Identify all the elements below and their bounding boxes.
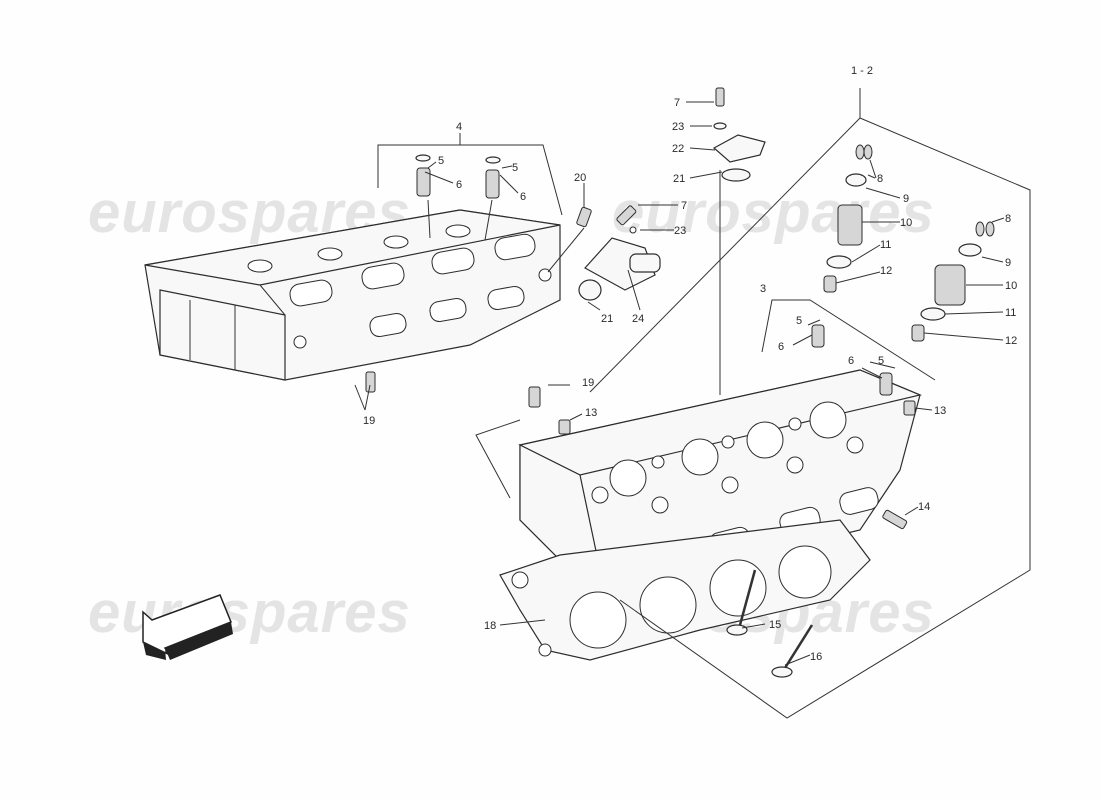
group-bracket <box>761 299 936 381</box>
label-part-20: 20 <box>574 172 586 184</box>
label-part-7: 7 <box>681 200 687 212</box>
stud-part <box>882 509 908 530</box>
watermark-text: eurospares <box>88 580 411 645</box>
label-part-13: 13 <box>934 405 946 417</box>
label-part-8: 8 <box>877 173 883 185</box>
label-part-10: 10 <box>900 217 912 229</box>
label-part-9: 9 <box>1005 257 1011 269</box>
top-cover-parts <box>712 87 766 395</box>
left-cylinder-head <box>144 209 561 381</box>
label-part-10: 10 <box>1005 280 1017 292</box>
head-gasket <box>499 519 871 661</box>
valves <box>726 569 814 678</box>
label-part-21: 21 <box>601 313 613 325</box>
right-valve-train-upper <box>528 144 995 435</box>
label-part-5: 5 <box>438 155 444 167</box>
label-part-11: 11 <box>1005 307 1016 319</box>
label-part-24: 24 <box>632 313 644 325</box>
label-part-18: 18 <box>484 620 496 632</box>
label-group-4: 4 <box>456 121 462 133</box>
label-part-19: 19 <box>363 415 375 427</box>
label-part-23: 23 <box>674 225 686 237</box>
left-valve-guides <box>415 154 501 241</box>
watermark-text: eurospares <box>612 180 935 245</box>
leader-lines <box>354 101 1005 666</box>
direction-arrow-icon <box>142 594 233 660</box>
group-frame <box>619 88 1031 719</box>
part-labels: 4 5 6 5 6 20 7 23 21 24 19 1 - 2 7 23 22… <box>363 65 1017 663</box>
label-part-6: 6 <box>848 355 854 367</box>
label-group-3: 3 <box>760 283 766 295</box>
label-part-5: 5 <box>512 162 518 174</box>
label-part-16: 16 <box>810 651 822 663</box>
group-frame-line <box>589 117 861 393</box>
label-part-5: 5 <box>796 315 802 327</box>
label-part-7: 7 <box>674 97 680 109</box>
label-part-5: 5 <box>878 355 884 367</box>
label-part-12: 12 <box>880 265 892 277</box>
label-part-6: 6 <box>456 179 462 191</box>
label-part-14: 14 <box>918 501 930 513</box>
label-part-12: 12 <box>1005 335 1017 347</box>
group-bracket <box>475 419 521 499</box>
label-part-15: 15 <box>769 619 781 631</box>
label-part-6: 6 <box>778 341 784 353</box>
label-part-9: 9 <box>903 193 909 205</box>
label-part-6: 6 <box>520 191 526 203</box>
label-group-1-2: 1 - 2 <box>851 65 873 77</box>
label-part-23: 23 <box>672 121 684 133</box>
label-part-13: 13 <box>585 407 597 419</box>
label-part-22: 22 <box>672 143 684 155</box>
left-fittings <box>365 205 661 393</box>
label-part-8: 8 <box>1005 213 1011 225</box>
label-part-19: 19 <box>582 377 594 389</box>
label-part-21: 21 <box>673 173 685 185</box>
label-part-11: 11 <box>880 239 891 251</box>
